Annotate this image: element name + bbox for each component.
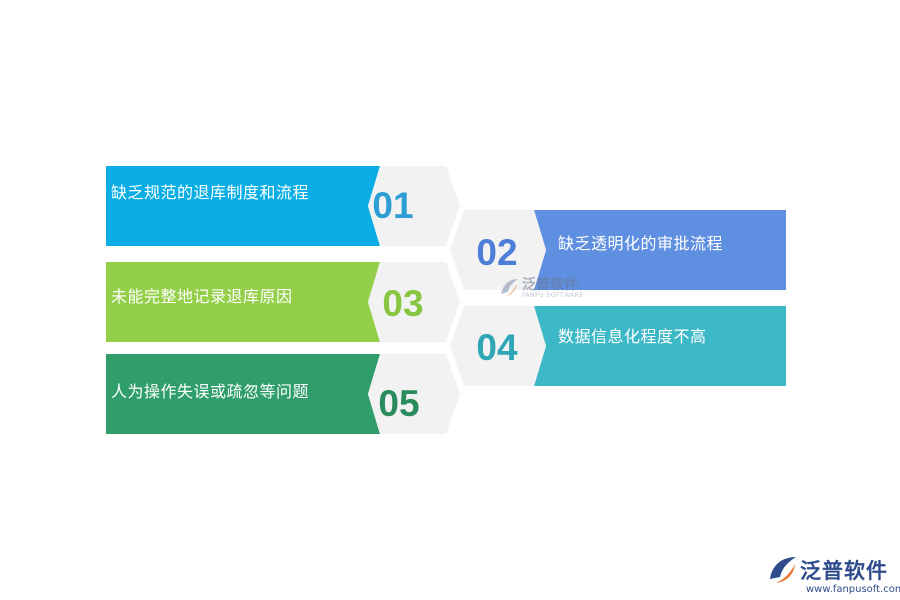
item-05-number: 05 [378,383,420,424]
item-02-number: 02 [476,232,518,273]
watermark-sub: FANPU SOFTWARE [522,292,584,299]
watermark-name: 泛普软件 [522,277,578,293]
item-02-hexagon [450,210,546,290]
item-05-label: 人为操作失误或疏忽等问题 [111,382,310,401]
item-04: 数据信息化程度不高 04 [450,306,790,386]
item-01-hexagon [368,166,460,246]
item-04-label: 数据信息化程度不高 [558,327,707,346]
item-03-bar [106,262,380,342]
logo-name: 泛普软件 [800,559,888,583]
item-02-banner [450,210,786,290]
item-05: 人为操作失误或疏忽等问题 05 [106,354,466,434]
item-02-bar [534,210,786,290]
item-04-bar [534,306,786,386]
item-04-number: 04 [476,327,518,368]
item-03-number: 03 [382,283,424,324]
item-01-banner [106,166,460,246]
item-03: 未能完整地记录退库原因 03 [106,262,466,342]
item-01-label: 缺乏规范的退库制度和流程 [111,183,310,202]
item-02: 缺乏透明化的审批流程 02 [450,210,790,290]
item-02-label: 缺乏透明化的审批流程 [558,234,724,253]
item-05-bar [106,354,380,434]
item-01-bar [106,166,380,246]
item-05-hexagon [368,354,460,434]
logo-url: www.fanpusoft.com [806,584,900,595]
watermark: 泛普软件 FANPU SOFTWARE [498,276,583,302]
fanpu-logo-icon [770,557,796,583]
item-03-banner [106,262,460,342]
item-03-label: 未能完整地记录退库原因 [111,287,293,306]
brand-logo: 泛普软件 www.fanpusoft.com [766,553,900,595]
item-04-banner [450,306,786,386]
watermark-logo-icon [501,279,518,296]
item-05-banner [106,354,460,434]
item-01: 缺乏规范的退库制度和流程 01 [106,166,466,246]
item-03-hexagon [368,262,460,342]
item-04-hexagon [450,306,546,386]
item-01-number: 01 [372,185,414,226]
